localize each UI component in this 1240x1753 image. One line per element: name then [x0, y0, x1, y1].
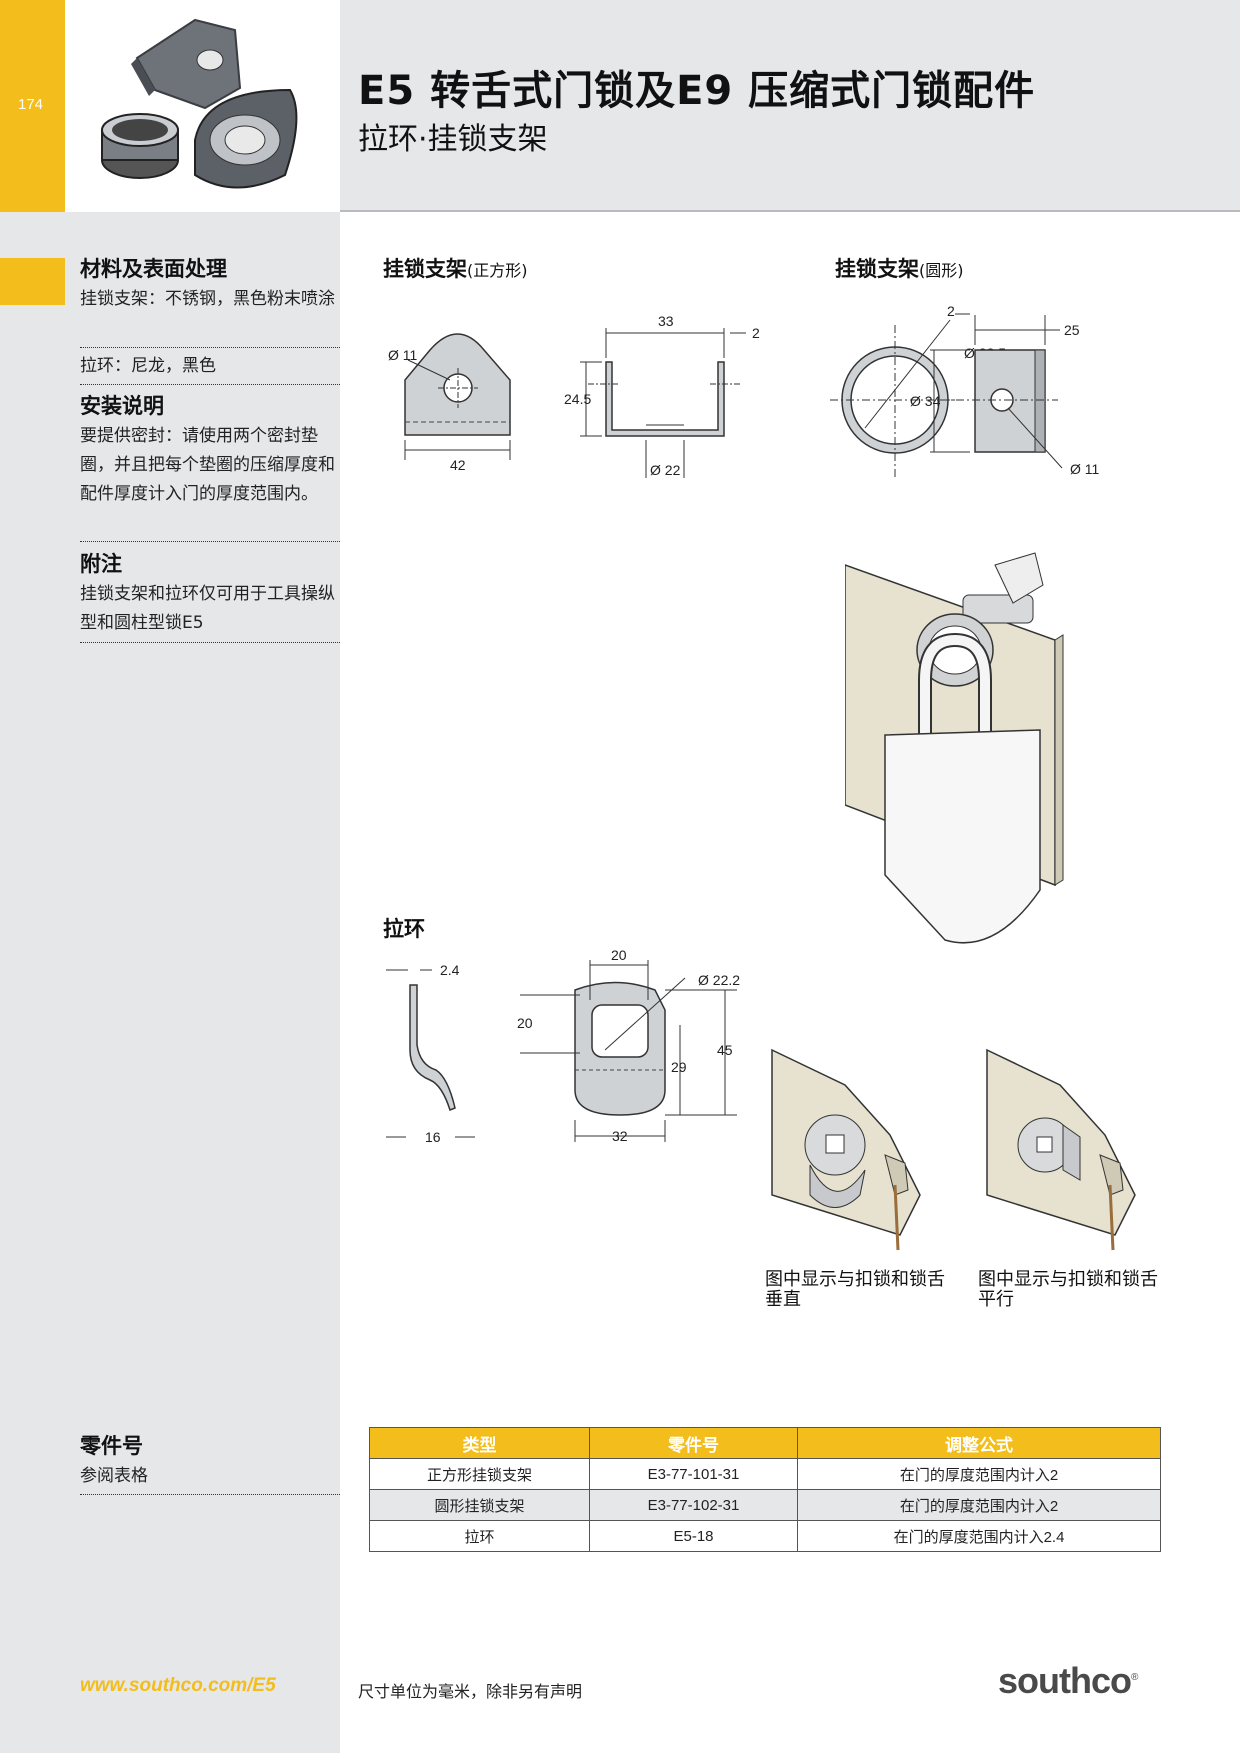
dim-pull-top-width: 20 — [611, 947, 627, 963]
divider — [80, 1494, 340, 1495]
dim-square-hole: Ø 11 — [388, 347, 418, 363]
dim-square-height: 24.5 — [564, 391, 591, 407]
dim-square-depth: 33 — [658, 313, 674, 329]
pull-ring-parallel-view — [986, 1048, 1136, 1251]
product-photo — [65, 0, 340, 212]
sidebar-yellow-tab — [0, 258, 65, 305]
header-bar — [340, 0, 1240, 212]
dim-round-thick: 2 — [947, 303, 955, 319]
divider — [80, 541, 340, 542]
table-cell: 圆形挂锁支架 — [369, 1489, 590, 1521]
dim-square-width: 42 — [450, 457, 466, 473]
table-cell: 正方形挂锁支架 — [369, 1458, 590, 1490]
dim-round-depth: 25 — [1064, 322, 1080, 338]
dim-pull-width-side: 16 — [425, 1129, 441, 1145]
square-bracket-heading: 挂锁支架(正方形) — [383, 257, 528, 281]
dim-round-outer: Ø 34 — [910, 393, 941, 409]
table-cell: 在门的厚度范围内计入2 — [797, 1489, 1161, 1521]
install-heading: 安装说明 — [80, 394, 164, 418]
install-text: 要提供密封：请使用两个密封垫圈，并且把每个垫圈的压缩厚度和配件厚度计入门的厚度范… — [80, 426, 335, 504]
table-cell: 在门的厚度范围内计入2.4 — [797, 1520, 1161, 1552]
caption-perpendicular: 图中显示与扣锁和锁舌垂直 — [765, 1269, 945, 1310]
page-title: E5 转舌式门锁及E9 压缩式门锁配件 — [358, 68, 1036, 114]
table-header-row: 类型 零件号 调整公式 — [369, 1427, 1161, 1459]
parts-text: 参阅表格 — [80, 1466, 148, 1486]
dim-pull-lower-height: 29 — [671, 1059, 687, 1075]
table-cell: E3-77-101-31 — [589, 1458, 798, 1490]
dim-pull-inner: Ø 22.2 — [698, 972, 740, 988]
footer-url-link[interactable]: www.southco.com/E5 — [80, 1675, 276, 1696]
dim-square-bottom: Ø 22 — [650, 462, 681, 478]
footer-note: 尺寸单位为毫米，除非另有声明 — [358, 1682, 583, 1701]
table-cell: E3-77-102-31 — [589, 1489, 798, 1521]
table-header: 零件号 — [589, 1427, 798, 1459]
materials-item-pull: 拉环：尼龙，黑色 — [80, 356, 216, 376]
materials-item-bracket: 挂锁支架：不锈钢，黑色粉末喷涂 — [80, 289, 335, 309]
table-row: 正方形挂锁支架 E3-77-101-31 在门的厚度范围内计入2 — [369, 1458, 1161, 1490]
sidebar — [0, 212, 340, 1753]
table-row: 圆形挂锁支架 E3-77-102-31 在门的厚度范围内计入2 — [369, 1489, 1161, 1521]
page-subtitle: 拉环·挂锁支架 — [358, 122, 548, 157]
materials-heading: 材料及表面处理 — [80, 257, 227, 281]
divider — [80, 384, 340, 385]
dim-square-thick: 2 — [752, 325, 760, 341]
table-cell: 在门的厚度范围内计入2 — [797, 1458, 1161, 1490]
table-header: 类型 — [369, 1427, 590, 1459]
square-bracket-drawing: Ø 11 42 33 2 24.5 Ø 22 — [388, 313, 760, 478]
notes-text: 挂锁支架和拉环仅可用于工具操纵型和圆柱型锁E5 — [80, 584, 335, 633]
dim-pull-square: 20 — [517, 1015, 533, 1031]
notes-heading: 附注 — [80, 552, 122, 576]
pull-ring-perpendicular-view — [771, 1048, 921, 1251]
dim-round-hole: Ø 11 — [1070, 461, 1100, 477]
table-cell: E5-18 — [589, 1520, 798, 1552]
pull-ring-heading: 拉环 — [383, 917, 425, 941]
pull-ring-drawing: 2.4 16 20 Ø 22.2 20 45 29 32 — [386, 947, 740, 1145]
padlock-illustration — [845, 552, 1064, 944]
round-bracket-drawing: Ø 22.5 Ø 34 25 2 Ø 11 — [830, 303, 1100, 480]
dim-pull-thick: 2.4 — [440, 962, 460, 978]
round-bracket-heading: 挂锁支架(圆形) — [835, 257, 964, 281]
table-header: 调整公式 — [797, 1427, 1161, 1459]
caption-parallel: 图中显示与扣锁和锁舌平行 — [978, 1269, 1158, 1310]
page-number: 174 — [18, 96, 44, 113]
southco-logo: southco® — [998, 1660, 1138, 1701]
dim-pull-bottom-width: 32 — [612, 1128, 628, 1144]
yellow-tab — [0, 0, 65, 212]
parts-table: 类型 零件号 调整公式 正方形挂锁支架 E3-77-101-31 在门的厚度范围… — [369, 1427, 1161, 1552]
dim-pull-total-height: 45 — [717, 1042, 733, 1058]
divider — [80, 347, 340, 348]
parts-heading: 零件号 — [80, 1434, 143, 1458]
divider — [80, 642, 340, 643]
table-cell: 拉环 — [369, 1520, 590, 1552]
table-row: 拉环 E5-18 在门的厚度范围内计入2.4 — [369, 1520, 1161, 1552]
